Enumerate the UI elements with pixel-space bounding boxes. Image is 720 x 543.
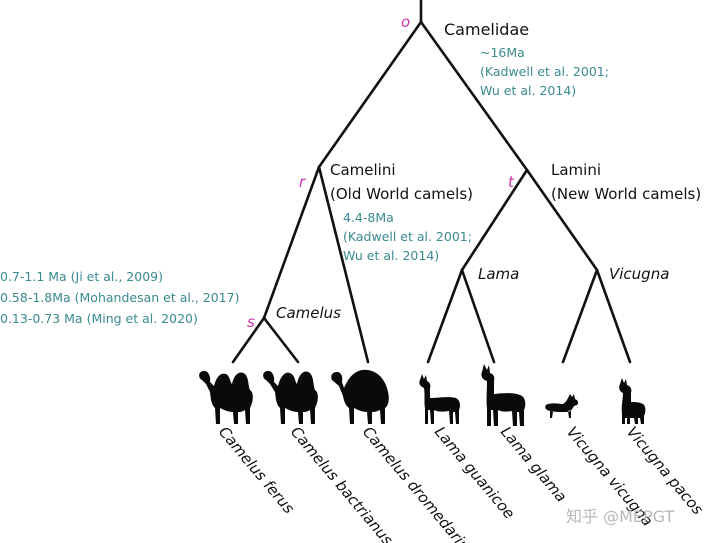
branch-lama-to-glama: [460, 268, 496, 364]
branch-lamini-to-vicugna: [525, 168, 599, 272]
branch-vicugna-to-vicugna: [561, 268, 599, 364]
node-o-clade-label: Camelidae: [444, 20, 529, 39]
node-s-date-line-2: 0.58-1.8Ma (Mohandesan et al., 2017): [0, 290, 239, 305]
node-s-clade-label: Camelus: [276, 304, 341, 322]
tree-branches: [231, 0, 632, 364]
species-label-lama-glama: Lama glama: [497, 423, 570, 506]
node-r-clade-label-2: (Old World camels): [330, 185, 473, 203]
node-t-clade-label-1: Lamini: [551, 161, 601, 179]
species-label-camelus-ferus: Camelus ferus: [215, 423, 298, 517]
node-r-letter: r: [299, 173, 306, 191]
node-t-clade-label-2: (New World camels): [551, 185, 701, 203]
branch-lama-to-guanicoe: [426, 268, 464, 364]
branch-camelus-to-ferus: [231, 316, 266, 364]
node-r-date-line-1: 4.4-8Ma: [343, 210, 394, 225]
watermark: 知乎 @MEPGT: [566, 507, 674, 526]
alpaca-silhouette: [619, 378, 646, 424]
llama-silhouette: [481, 364, 526, 426]
node-s-letter: s: [247, 313, 255, 331]
branch-camelus-to-bactrianus: [262, 316, 300, 364]
node-s-date-line-3: 0.13-0.73 Ma (Ming et al. 2020): [0, 311, 198, 326]
branch-root-to-lamini: [419, 20, 529, 172]
node-t-letter: t: [508, 173, 515, 191]
guanaco-silhouette: [419, 374, 460, 424]
bactrian-camel-silhouette: [199, 370, 253, 424]
node-r-date-line-3: Wu et al. 2014): [343, 248, 439, 263]
node-s-date-line-1: 0.7-1.1 Ma (Ji et al., 2009): [0, 269, 163, 284]
node-r-date-line-2: (Kadwell et al. 2001;: [343, 229, 472, 244]
vicugna-clade-label: Vicugna: [609, 265, 669, 283]
node-o-date-line-2: (Kadwell et al. 2001;: [480, 64, 609, 79]
branch-vicugna-to-pacos: [595, 268, 632, 364]
node-o-date-line-3: Wu et al. 2014): [480, 83, 576, 98]
branch-root-to-camelini: [317, 20, 423, 169]
node-r-clade-label-1: Camelini: [330, 161, 396, 179]
node-o-date-line-1: ~16Ma: [480, 45, 525, 60]
vicuna-silhouette: [545, 394, 579, 418]
branch-camelini-to-camelus: [262, 165, 321, 320]
node-o-letter: o: [401, 13, 410, 31]
branch-camelini-to-dromedarius: [317, 165, 370, 364]
lama-clade-label: Lama: [478, 265, 519, 283]
bactrian-camel-silhouette: [263, 370, 318, 424]
branch-lamini-to-lama: [460, 168, 529, 272]
dromedary-silhouette: [331, 369, 389, 424]
